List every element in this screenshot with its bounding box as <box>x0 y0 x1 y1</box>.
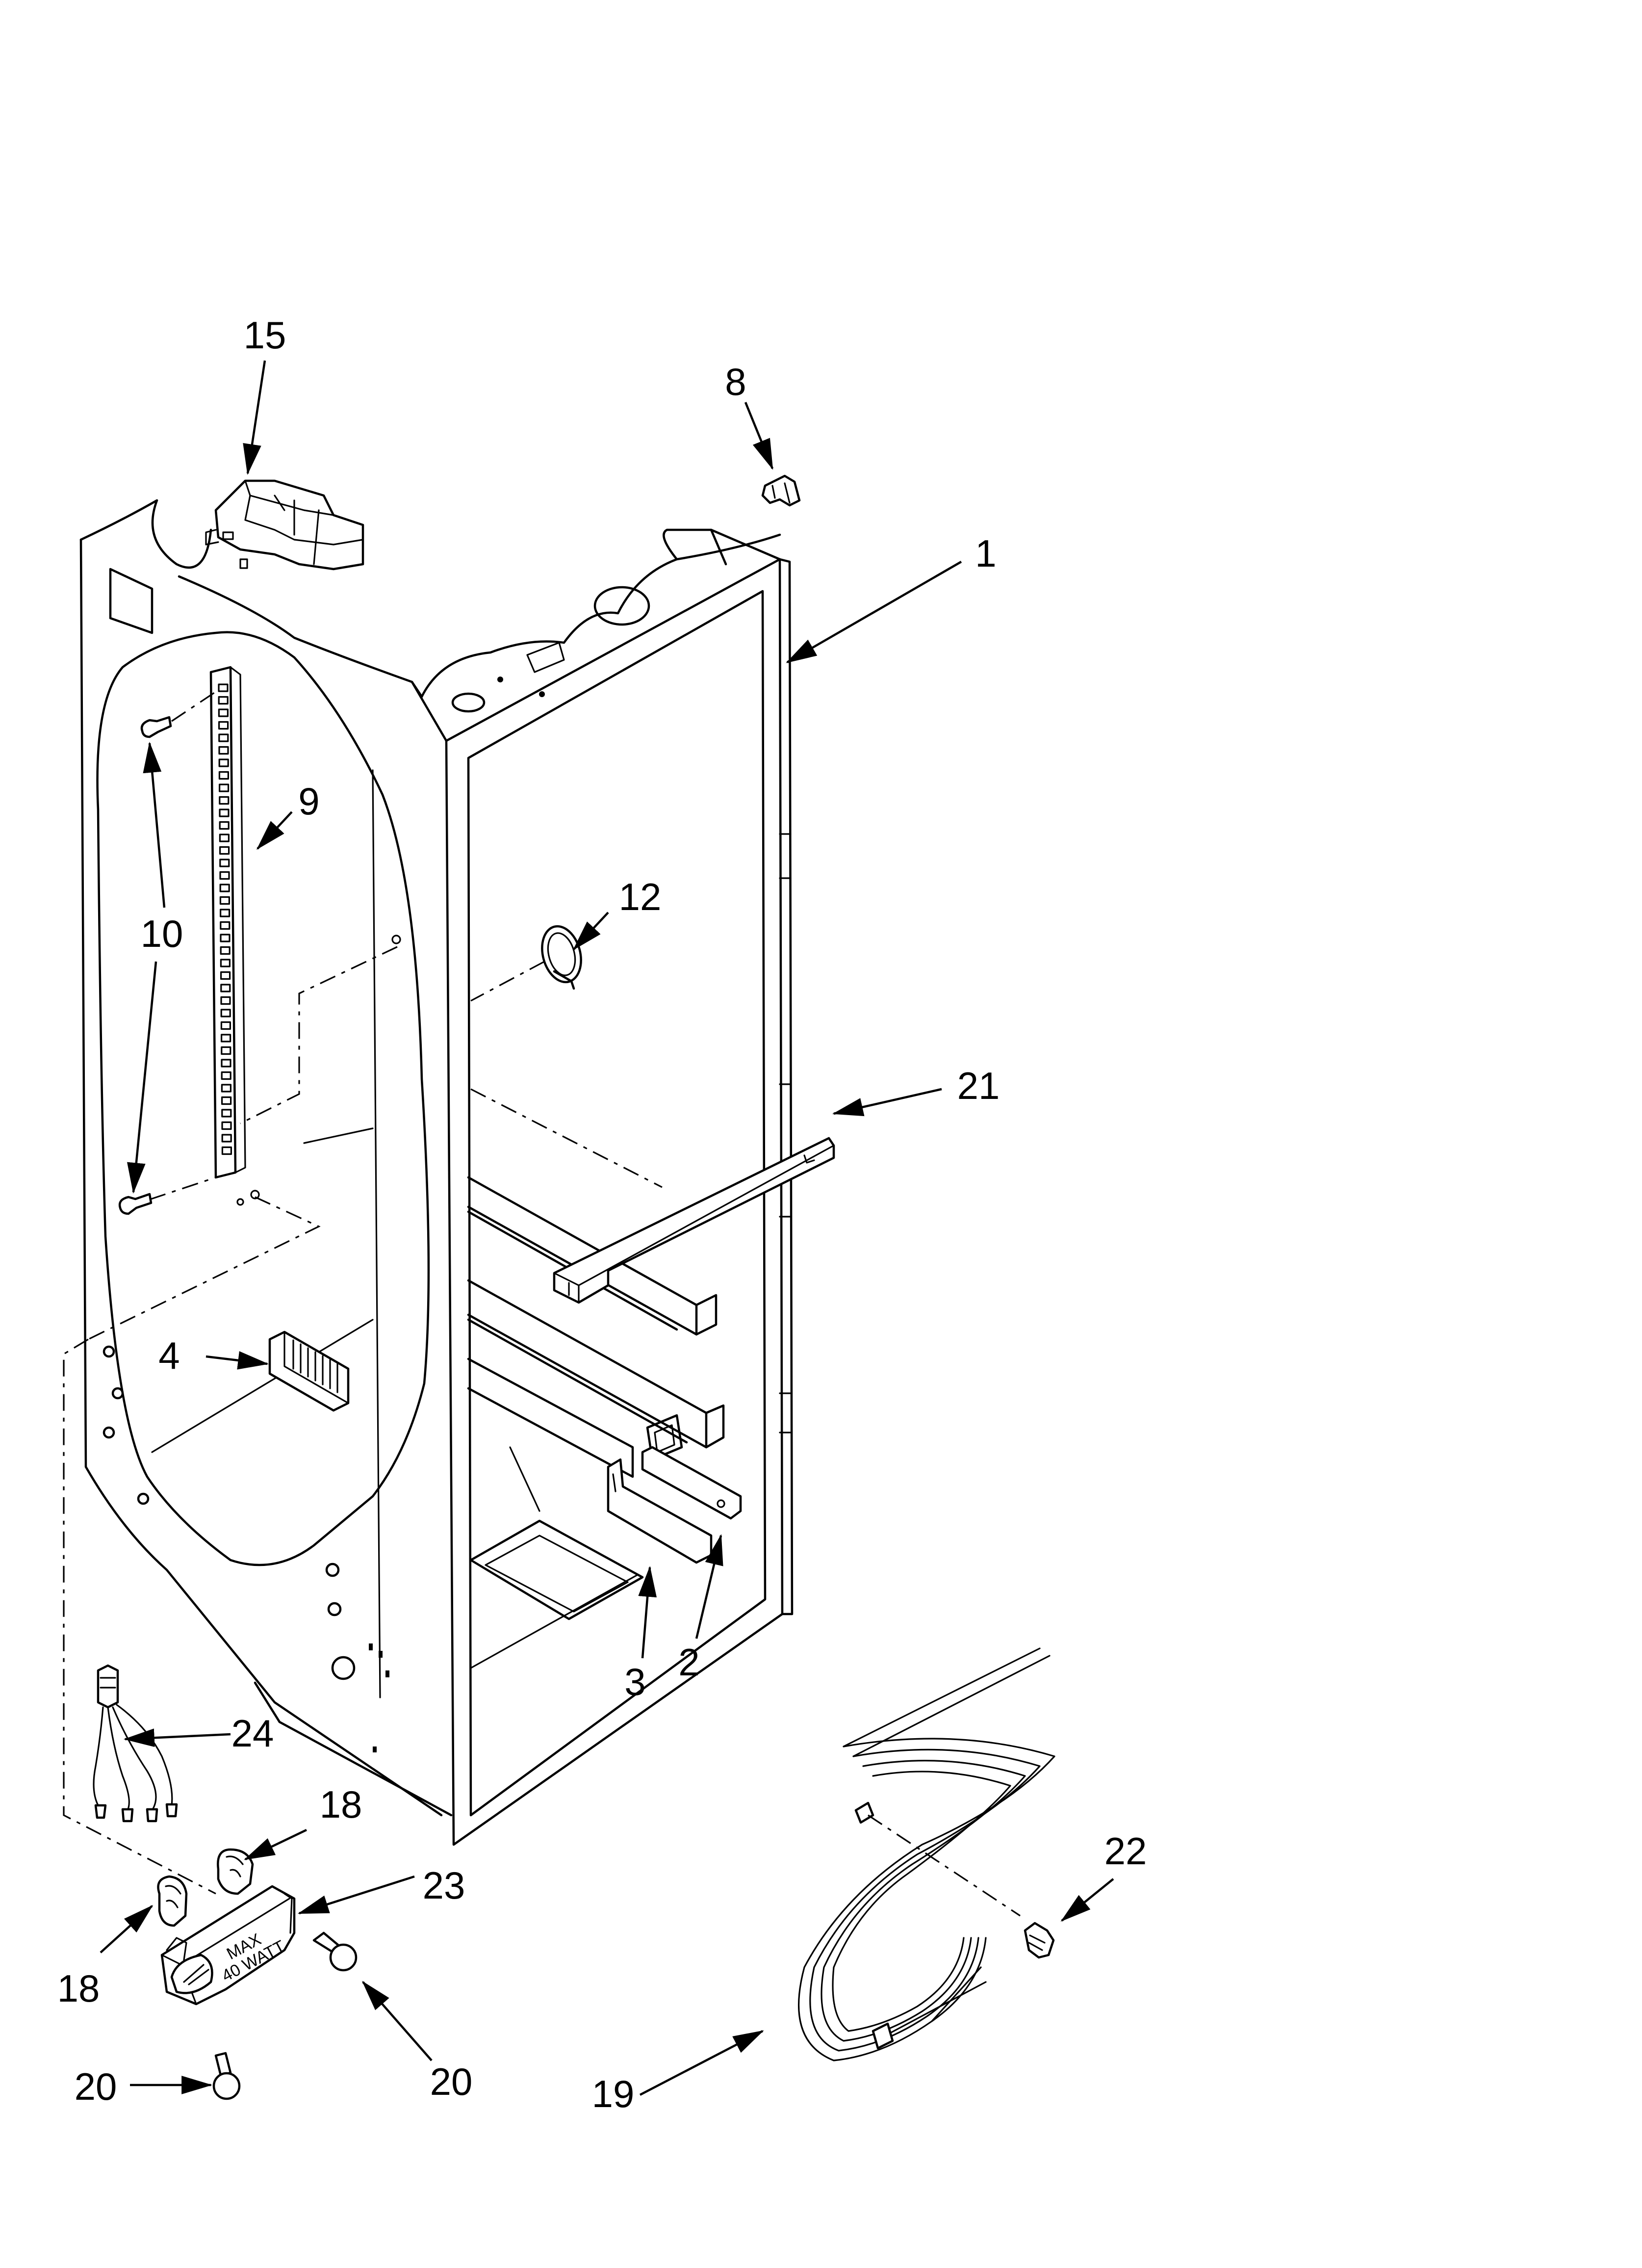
callout-3: 3 <box>624 1660 645 1703</box>
ladder-slot <box>219 821 230 830</box>
ladder-slot <box>221 1071 231 1080</box>
callout-10: 10 <box>141 912 183 955</box>
callout-19: 19 <box>592 2072 635 2115</box>
callout-8: 8 <box>725 360 746 403</box>
ladder-slot <box>221 1046 231 1055</box>
callout-21: 21 <box>957 1064 1000 1107</box>
callout-1: 1 <box>975 532 996 575</box>
ladder-slot <box>218 746 229 755</box>
ladder-slot <box>221 1084 231 1093</box>
air-damper-dial <box>470 925 582 1002</box>
ladder-slot <box>218 683 229 692</box>
callout-9: 9 <box>298 780 319 823</box>
ladder-slot <box>220 984 231 992</box>
screw-lower <box>118 1193 153 1215</box>
ladder-slot <box>218 696 229 705</box>
ladder-slot <box>218 708 229 717</box>
screw-22 <box>1024 1922 1055 1959</box>
screw-upper <box>140 716 172 738</box>
ladder-slot <box>219 884 230 892</box>
callout-leaders <box>100 360 1114 2096</box>
ladder-slot <box>220 946 231 955</box>
callout-18-upper: 18 <box>320 1783 362 1826</box>
ladder-slot <box>219 871 230 880</box>
ladder-slot <box>220 921 231 930</box>
bracket-part-2 <box>641 1446 742 1520</box>
callout-20-left: 20 <box>75 2065 117 2108</box>
ladder-slot <box>220 1021 231 1030</box>
ladder-slot <box>219 834 230 842</box>
callout-24: 24 <box>231 1712 274 1755</box>
ladder-slot <box>219 896 230 905</box>
lamp-socket-clip-lower <box>157 1875 188 1927</box>
ladder-slot <box>218 758 229 767</box>
callout-labels: 15 8 1 9 10 12 21 4 2 3 24 18 18 23 20 2… <box>57 313 1147 2115</box>
ladder-slot <box>219 846 230 855</box>
ladder-slot <box>221 1059 231 1068</box>
ladder-slot <box>221 1134 232 1143</box>
callout-20-right: 20 <box>430 2060 473 2103</box>
callout-18-lower: 18 <box>57 1967 100 2010</box>
callout-15: 15 <box>244 313 286 357</box>
ladder-slot <box>221 1096 232 1105</box>
plug-button-left <box>212 2052 241 2100</box>
callout-4: 4 <box>158 1334 180 1377</box>
ladder-slot <box>218 733 229 742</box>
clip <box>761 474 801 507</box>
ladder-slot <box>221 1121 232 1130</box>
vent-grille <box>268 1330 350 1412</box>
ladder-slot <box>221 1034 231 1043</box>
ladder-slot <box>220 934 231 942</box>
lamp-socket-clip-upper <box>217 1848 254 1895</box>
ladder-slot <box>218 771 229 780</box>
water-tube-coil <box>798 1647 1055 2061</box>
ladder-slot <box>220 971 231 980</box>
control-housing <box>205 479 364 571</box>
light-housing: MAX 40 WATT <box>160 1885 296 2006</box>
wiring-harness <box>63 1338 216 1895</box>
ladder-slot <box>219 859 230 867</box>
shelf-ladder-rail <box>209 666 246 1179</box>
callout-12: 12 <box>619 875 662 918</box>
callout-23: 23 <box>423 1864 465 1907</box>
plug-button-right <box>312 1931 358 1972</box>
cabinet-liner <box>79 499 794 1846</box>
callout-22: 22 <box>1104 1829 1147 1873</box>
ladder-slot <box>220 996 231 1005</box>
ladder-slot <box>219 808 230 817</box>
ladder-slot <box>219 796 230 805</box>
ladder-slot <box>219 783 230 792</box>
cross-member <box>470 1088 835 1304</box>
ladder-slot <box>220 909 231 917</box>
ladder-slot <box>221 1146 232 1155</box>
ladder-slot <box>220 959 231 967</box>
ladder-slot <box>221 1109 232 1118</box>
ladder-slot <box>220 1009 231 1017</box>
callout-2: 2 <box>678 1641 699 1684</box>
ladder-slot <box>218 721 229 730</box>
